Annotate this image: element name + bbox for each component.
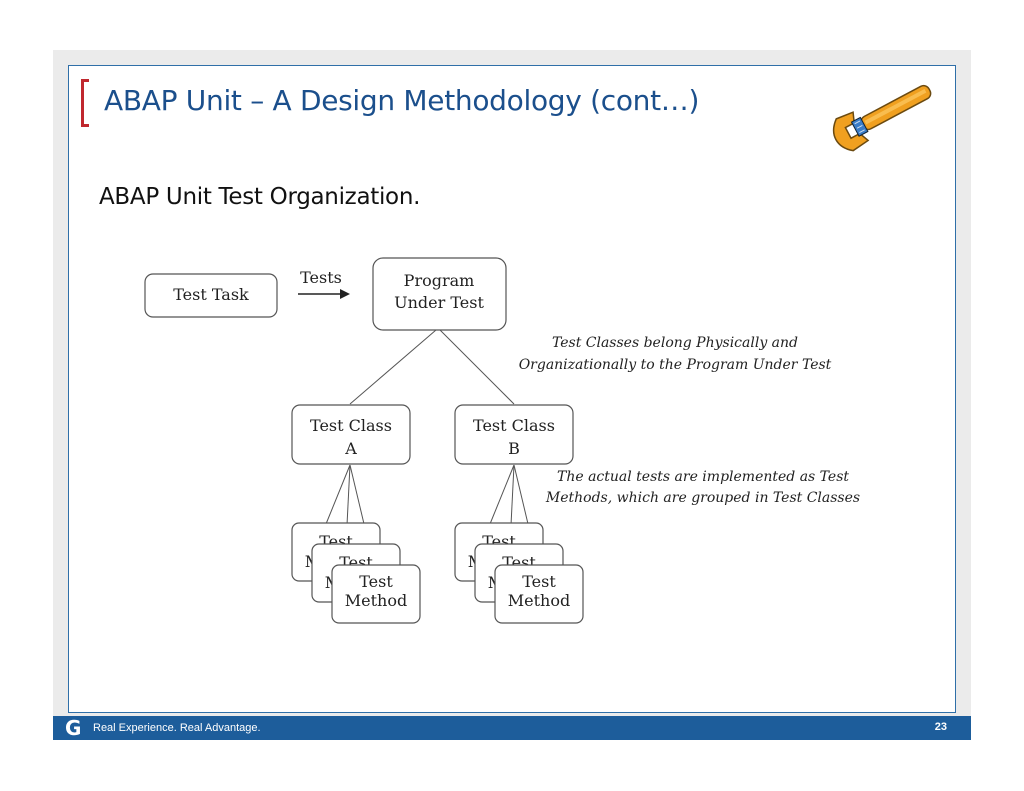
svg-text:Under Test: Under Test (394, 293, 484, 312)
test-method-box: Test Method (331, 564, 421, 624)
svg-text:Tests: Tests (300, 268, 342, 287)
slide-subtitle: ABAP Unit Test Organization. (99, 184, 421, 210)
footer-bar: G Real Experience. Real Advantage. 23 (53, 716, 971, 740)
test-class-a-box: Test Class A (291, 404, 411, 465)
test-class-b-box: Test Class B (454, 404, 574, 465)
title-bracket (81, 79, 89, 127)
test-method-box: Test Method (494, 564, 584, 624)
svg-text:Test Classes belong Physically: Test Classes belong Physically and (552, 335, 798, 351)
svg-text:Method: Method (345, 591, 407, 610)
slide-title: ABAP Unit – A Design Methodology (cont…) (104, 84, 700, 117)
svg-text:Method: Method (508, 591, 570, 610)
test-method-stack-b: Test Method Test Method Test Method (454, 522, 584, 624)
svg-text:Methods, which are grouped in: Methods, which are grouped in Test Class… (545, 490, 860, 506)
svg-text:Program: Program (404, 271, 475, 290)
footer-tagline: Real Experience. Real Advantage. (93, 722, 261, 734)
test-task-box: Test Task (144, 273, 278, 318)
svg-text:Test Task: Test Task (173, 285, 249, 304)
note-test-methods: The actual tests are implemented as Test… (545, 469, 860, 506)
page-number: 23 (934, 721, 947, 733)
svg-text:B: B (508, 439, 520, 458)
program-under-test-box: Program Under Test (372, 257, 507, 331)
note-physical-organization: Test Classes belong Physically and Organ… (519, 335, 832, 373)
svg-text:Organizationally to the Progra: Organizationally to the Program Under Te… (519, 357, 832, 373)
svg-text:Test Class: Test Class (310, 416, 392, 435)
wrench-icon (822, 80, 938, 156)
svg-text:Test: Test (359, 572, 393, 591)
svg-text:The actual tests are implement: The actual tests are implemented as Test (557, 469, 849, 485)
company-logo: G (65, 716, 82, 740)
svg-text:Test: Test (522, 572, 556, 591)
svg-text:Test Class: Test Class (473, 416, 555, 435)
tests-arrow: Tests (298, 268, 350, 299)
test-method-stack-a: Test Method Test Method Test Method (291, 522, 421, 624)
connector-line (349, 329, 437, 405)
connector-line (439, 329, 515, 405)
svg-text:A: A (344, 439, 357, 458)
